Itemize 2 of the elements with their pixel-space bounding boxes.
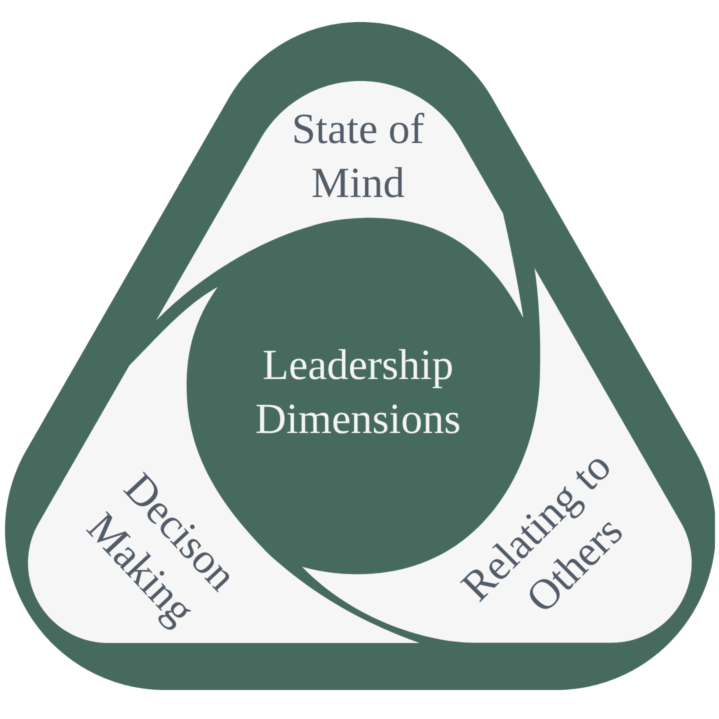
segment-title: State of Mind (290, 104, 426, 209)
center-title: Leadership Dimensions (254, 340, 462, 445)
